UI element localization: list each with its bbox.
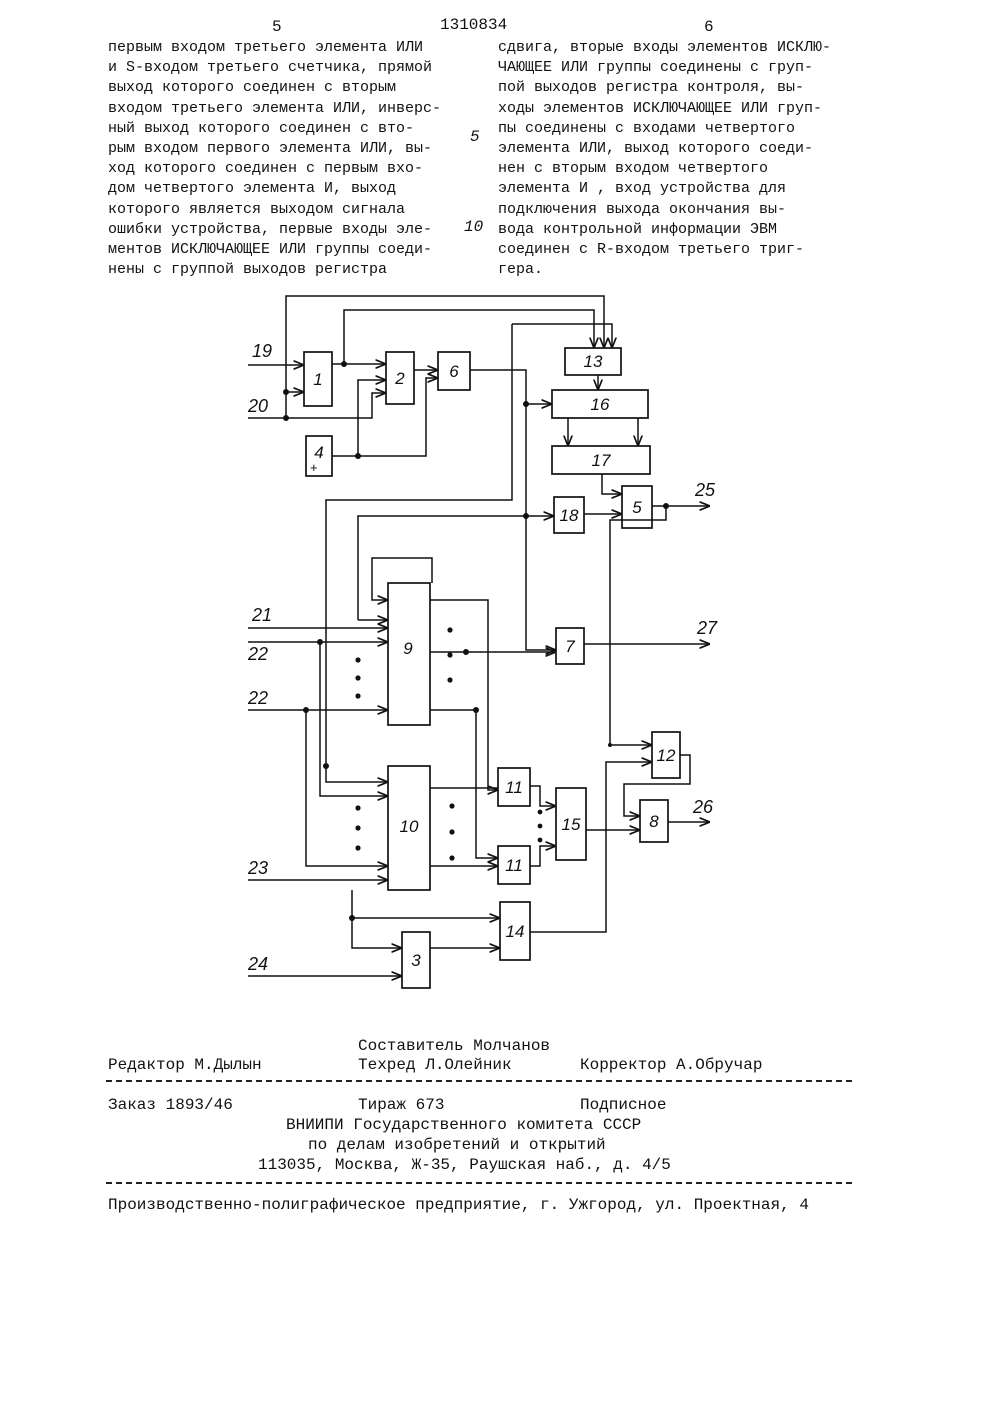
address-line: 113035, Москва, Ж-35, Раушская наб., д. … xyxy=(258,1156,671,1174)
block-outlines xyxy=(304,348,680,988)
organization-line-2: по делам изобретений и открытий xyxy=(308,1136,606,1154)
organization-line-1: ВНИИПИ Государственного комитета СССР xyxy=(286,1116,641,1134)
printer-line: Производственно-полиграфическое предприя… xyxy=(108,1196,809,1214)
block-label: 11 xyxy=(505,856,523,875)
terminal-label: 20 xyxy=(247,396,268,416)
terminal-label: 23 xyxy=(247,858,268,878)
compiler-line: Составитель Молчанов xyxy=(358,1037,550,1055)
block-label: 1 xyxy=(313,370,322,389)
terminal-label: 22 xyxy=(247,688,268,708)
block-label: 18 xyxy=(560,506,579,525)
circulation: Тираж 673 xyxy=(358,1096,444,1114)
block-label: 11 xyxy=(505,778,523,797)
block-label: 15 xyxy=(562,815,581,834)
block-label: 6 xyxy=(449,362,459,381)
plus-mark: + xyxy=(310,460,318,475)
block-label: 10 xyxy=(400,817,419,836)
block-label: 13 xyxy=(584,352,603,371)
block-label: 7 xyxy=(565,637,575,656)
order-number: Заказ 1893/46 xyxy=(108,1096,233,1114)
editor-line: Редактор М.Дылын xyxy=(108,1056,262,1074)
circuit-diagram: 1 2 6 4 13 16 17 18 5 9 7 10 11 11 15 12… xyxy=(0,0,1000,1000)
terminal-label: 22 xyxy=(247,644,268,664)
block-label: 12 xyxy=(657,746,676,765)
block-label: 17 xyxy=(592,451,611,470)
divider-rule xyxy=(106,1080,852,1082)
subscription: Подписное xyxy=(580,1096,666,1114)
block-label: 9 xyxy=(403,639,413,658)
terminal-label: 26 xyxy=(692,797,714,817)
wires xyxy=(248,296,710,976)
techred-line: Техред Л.Олейник xyxy=(358,1056,512,1074)
terminal-label: 24 xyxy=(247,954,268,974)
block-label: 2 xyxy=(394,369,405,388)
terminal-label: 25 xyxy=(694,480,716,500)
block-label: 8 xyxy=(649,812,659,831)
block-label: 3 xyxy=(411,951,421,970)
terminal-label: 19 xyxy=(252,341,272,361)
block-label: 5 xyxy=(632,498,642,517)
corrector-line: Корректор А.Обручар xyxy=(580,1056,762,1074)
divider-rule xyxy=(106,1182,852,1184)
terminal-label: 27 xyxy=(696,618,718,638)
block-label: 16 xyxy=(591,395,610,414)
terminal-label: 21 xyxy=(251,605,272,625)
block-label: 14 xyxy=(506,922,525,941)
